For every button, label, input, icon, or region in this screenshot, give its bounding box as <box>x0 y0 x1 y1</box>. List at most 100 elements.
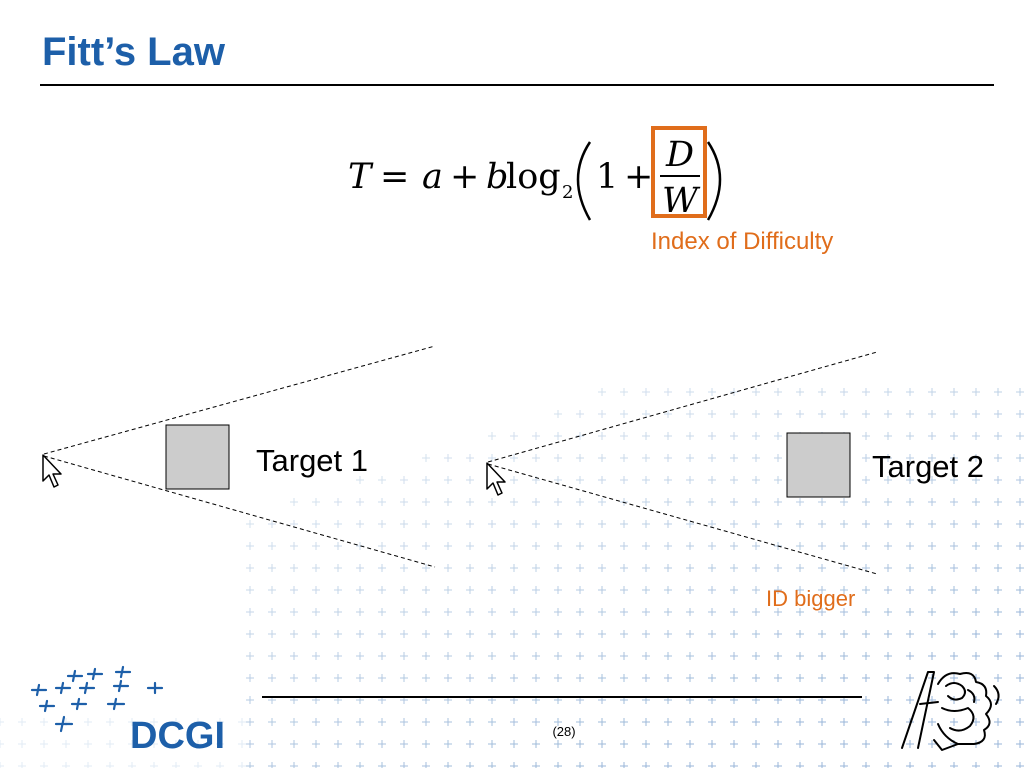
bg-plus-mark <box>664 762 672 768</box>
bg-plus-mark <box>884 674 892 682</box>
bg-plus-mark <box>818 740 826 748</box>
bg-plus-mark <box>400 542 408 550</box>
bg-plus-mark <box>686 608 694 616</box>
bg-plus-mark <box>994 520 1002 528</box>
bg-plus-mark <box>664 542 672 550</box>
bg-plus-mark <box>422 630 430 638</box>
bg-plus-mark <box>400 498 408 506</box>
bg-plus-mark <box>246 586 254 594</box>
cone-lower-line-2 <box>487 463 878 575</box>
bg-plus-mark <box>884 542 892 550</box>
bg-plus-mark <box>950 432 958 440</box>
bg-plus-mark <box>356 520 364 528</box>
bg-plus-mark <box>532 608 540 616</box>
bg-plus-mark <box>862 762 870 768</box>
bg-plus-mark <box>312 608 320 616</box>
bg-plus-mark <box>334 542 342 550</box>
bg-plus-mark <box>686 718 694 726</box>
bg-plus-mark <box>532 652 540 660</box>
bg-plus-mark <box>238 718 246 726</box>
bg-plus-mark <box>290 762 298 768</box>
bg-plus-mark <box>488 498 496 506</box>
bg-plus-mark <box>532 564 540 572</box>
bg-plus-mark <box>268 630 276 638</box>
bg-plus-mark <box>862 388 870 396</box>
bg-plus-mark <box>246 542 254 550</box>
bg-plus-mark <box>1016 432 1024 440</box>
bg-plus-mark <box>686 498 694 506</box>
bg-plus-mark <box>356 674 364 682</box>
bg-plus-mark <box>356 476 364 484</box>
bg-plus-mark <box>796 542 804 550</box>
bg-plus-mark <box>730 674 738 682</box>
bg-plus-mark <box>620 608 628 616</box>
bg-plus-mark <box>884 476 892 484</box>
bg-plus-mark <box>730 630 738 638</box>
bg-plus-mark <box>290 718 298 726</box>
bg-plus-mark <box>246 762 254 768</box>
bg-plus-mark <box>1016 564 1024 572</box>
bg-plus-mark <box>488 674 496 682</box>
bg-plus-mark <box>928 476 936 484</box>
bg-plus-mark <box>510 608 518 616</box>
bg-plus-mark <box>400 718 408 726</box>
formula-numerator: D <box>665 135 694 175</box>
bg-plus-mark <box>356 498 364 506</box>
bg-plus-mark <box>400 520 408 528</box>
bg-plus-mark <box>334 718 342 726</box>
bg-plus-mark <box>972 652 980 660</box>
bg-plus-mark <box>400 586 408 594</box>
bg-plus-mark <box>884 498 892 506</box>
bg-plus-mark <box>532 630 540 638</box>
bg-plus-mark <box>642 432 650 440</box>
bg-plus-mark <box>752 520 760 528</box>
bg-plus-mark <box>466 674 474 682</box>
bg-plus-mark <box>906 630 914 638</box>
bg-plus-mark <box>620 542 628 550</box>
bg-plus-mark <box>950 388 958 396</box>
bg-plus-mark <box>268 652 276 660</box>
bg-plus-mark <box>994 740 1002 748</box>
bg-plus-mark <box>796 498 804 506</box>
formula-T: T <box>348 157 374 197</box>
bg-plus-mark <box>1016 652 1024 660</box>
bg-plus-mark <box>0 718 4 726</box>
bg-plus-mark <box>862 432 870 440</box>
bg-plus-mark <box>664 718 672 726</box>
bg-plus-mark <box>422 718 430 726</box>
bg-plus-mark <box>466 652 474 660</box>
formula-left-paren <box>576 141 592 221</box>
formula-equals: = <box>380 157 409 197</box>
bg-plus-mark <box>642 388 650 396</box>
bg-plus-mark <box>642 542 650 550</box>
bg-plus-mark <box>488 718 496 726</box>
bg-plus-mark <box>312 718 320 726</box>
bg-plus-mark <box>444 718 452 726</box>
bg-plus-mark <box>994 762 1002 768</box>
bg-plus-mark <box>532 432 540 440</box>
bg-plus-mark <box>444 476 452 484</box>
bg-plus-mark <box>994 564 1002 572</box>
bg-plus-mark <box>840 388 848 396</box>
bg-plus-mark <box>334 586 342 594</box>
bg-plus-mark <box>400 740 408 748</box>
bg-plus-mark <box>664 740 672 748</box>
bg-plus-mark <box>268 542 276 550</box>
bg-plus-mark <box>400 652 408 660</box>
bg-plus-mark <box>400 608 408 616</box>
bg-plus-mark <box>40 718 48 726</box>
bg-plus-mark <box>356 586 364 594</box>
bg-plus-mark <box>884 388 892 396</box>
bg-plus-mark <box>422 476 430 484</box>
bg-plus-mark <box>708 740 716 748</box>
bg-plus-mark <box>840 630 848 638</box>
bg-plus-mark <box>906 454 914 462</box>
bg-plus-mark <box>752 410 760 418</box>
bg-plus-mark <box>862 718 870 726</box>
bg-plus-mark <box>796 652 804 660</box>
bg-plus-mark <box>598 542 606 550</box>
bg-plus-mark <box>598 432 606 440</box>
bg-plus-mark <box>994 586 1002 594</box>
target-2-label: Target 2 <box>872 449 985 484</box>
